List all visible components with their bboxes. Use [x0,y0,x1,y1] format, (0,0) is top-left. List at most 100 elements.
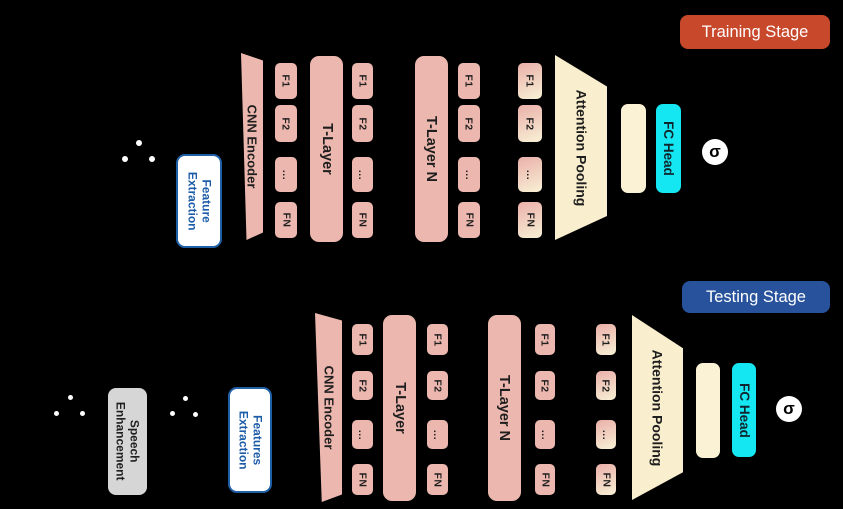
sigma-label: σ [709,142,721,161]
feature-box: F1 [352,63,373,99]
feature-box-label: F1 [538,332,551,347]
dot [136,140,142,146]
feature-box-label: FN [600,472,612,487]
feature-extraction-box: Feature Extraction [176,154,222,248]
feature-box: F1 [535,324,555,355]
feature-box: ... [535,420,555,449]
t-layer-n-block: T-Layer N [415,56,448,242]
feature-box-label: F2 [356,378,369,393]
t-layer-label: T-Layer [391,382,408,434]
embedding-bar [696,363,720,458]
t-layer-n-label: T-Layer N [496,374,513,442]
feature-box: FN [518,202,542,238]
feature-box: ... [427,420,448,449]
feature-box: F1 [352,324,373,355]
dot [183,396,188,401]
feature-box: F1 [596,324,616,355]
dot [68,395,73,400]
sigma-label: σ [783,399,795,418]
cnn-encoder-block: CNN Encoder [315,313,342,502]
feature-box: F2 [427,371,448,400]
feature-box: F1 [518,63,542,99]
feature-box-label: ... [356,429,369,440]
speech-enhancement-box: Speech Enhancement [108,388,147,495]
feature-extraction-label: Feature Extraction [185,171,214,231]
feature-box-label: ... [599,429,612,440]
speech-enhancement-label: Speech Enhancement [113,402,142,481]
dot [170,411,175,416]
feature-box-label: ... [538,429,551,440]
dot [193,412,198,417]
fc-head-block: FC Head [732,363,756,457]
feature-box-label: F1 [356,74,369,88]
feature-box-label: F1 [462,74,475,88]
cnn-encoder-block: CNN Encoder [241,53,263,240]
sigma-circle: σ [702,139,728,165]
fc-head-block: FC Head [656,104,681,193]
feature-box-label: F1 [523,74,536,88]
feature-box-label: FN [463,212,475,228]
feature-box-label: FN [524,212,536,228]
feature-box-label: F1 [356,332,369,347]
feature-box: F2 [352,371,373,400]
attention-pooling-block: Attention Pooling [632,315,683,500]
feature-box-label: ... [523,169,536,180]
feature-box-label: F2 [462,116,475,131]
fc-head-label: FC Head [736,382,752,438]
feature-box: ... [458,157,480,192]
feature-box-label: F2 [279,116,292,131]
dot [54,411,59,416]
feature-box: ... [596,420,616,449]
cnn-encoder-label: CNN Encoder [244,104,260,189]
feature-box: F2 [535,371,555,400]
cnn-encoder-label: CNN Encoder [321,365,337,450]
feature-box-label: ... [462,169,475,180]
feature-box: FN [458,202,480,238]
training-stage-badge-label: Training Stage [701,22,809,41]
feature-box-label: F2 [538,378,551,393]
t-layer-n-block: T-Layer N [488,315,521,501]
t-layer-block: T-Layer [310,56,343,242]
feature-box: ... [352,420,373,449]
feature-box: ... [275,157,297,192]
testing-stage-row: Testing Stage Speech Enhancement Feature… [0,260,843,509]
feature-box-label: F2 [599,378,612,393]
feature-box: FN [427,464,448,495]
feature-box: FN [352,464,373,495]
feature-box-label: ... [431,429,444,440]
feature-box: F2 [352,105,373,142]
attention-pooling-label: Attention Pooling [649,349,666,466]
attention-pooling-block: Attention Pooling [555,55,607,240]
testing-stage-badge-label: Testing Stage [706,287,806,306]
attention-pooling-label: Attention Pooling [573,89,589,206]
feature-box: F1 [275,63,297,99]
features-extraction-label: Features Extraction [236,410,265,470]
feature-box: F2 [518,105,542,142]
feature-box-label: FN [280,212,292,228]
fc-head-label: FC Head [661,121,677,176]
feature-box: FN [596,464,616,495]
feature-box-label: F1 [599,332,612,347]
dot [122,156,128,162]
feature-box: F2 [275,105,297,142]
feature-box: ... [518,157,542,192]
feature-box-label: FN [539,472,551,487]
feature-box-label: ... [356,169,369,180]
training-stage-badge: Training Stage [680,15,830,49]
feature-box: ... [352,157,373,192]
feature-box-label: FN [356,472,369,487]
feature-box-label: F2 [523,116,536,131]
feature-box-label: F1 [279,74,292,88]
feature-box: F2 [458,105,480,142]
features-extraction-box: Features Extraction [228,387,272,493]
feature-box: F2 [596,371,616,400]
t-layer-n-label: T-Layer N [423,115,440,183]
feature-box-label: F2 [431,378,444,393]
feature-box-label: F2 [356,116,369,131]
t-layer-label: T-Layer [318,123,335,175]
feature-box: F1 [427,324,448,355]
t-layer-block: T-Layer [383,315,416,501]
feature-box-label: FN [431,472,444,487]
testing-stage-badge: Testing Stage [682,281,830,313]
feature-box: FN [275,202,297,238]
